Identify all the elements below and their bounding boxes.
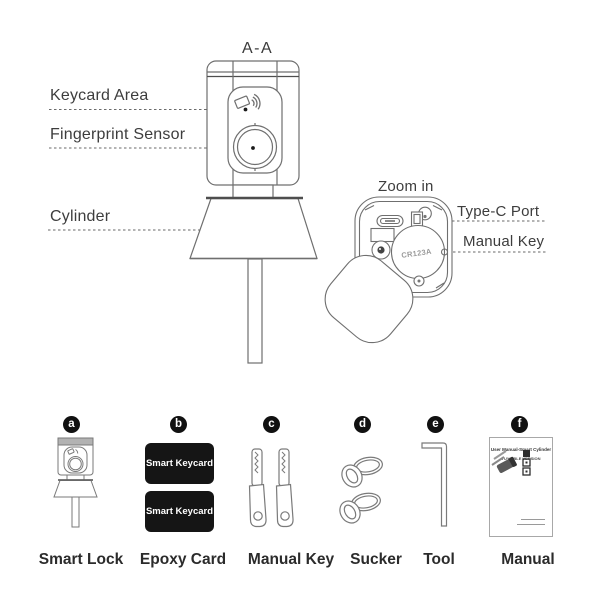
- label-type-c-port: Type-C Port: [457, 203, 540, 220]
- sucker-1: [341, 456, 383, 488]
- manual-cover-subtitle: TUYA-BLE VERSION: [501, 456, 541, 461]
- part-badge-d: d: [354, 416, 371, 433]
- key-2: [275, 448, 294, 528]
- part-name-manual-key: Manual Key: [247, 551, 335, 568]
- part-badge-a: a: [63, 416, 80, 433]
- manual-cover-footer-line: [521, 518, 545, 520]
- part-badge-b: b: [170, 416, 187, 433]
- manual-cover-art: [491, 450, 531, 476]
- part-suckers-drawing: [339, 456, 383, 524]
- part-name-manual: Manual: [501, 551, 555, 568]
- part-hex-tool-drawing: [421, 442, 448, 527]
- fingerprint-sensor-icon: [232, 123, 278, 171]
- cylinder-stem: [247, 258, 263, 364]
- usb-c-port-icon: [376, 214, 404, 228]
- part-name-sucker: Sucker: [350, 551, 402, 568]
- part-manual-keys-drawing: [248, 448, 294, 528]
- back-panel-zoom-drawing: CR123A: [324, 196, 453, 344]
- manual-cover-footer-line: [517, 523, 545, 525]
- label-keycard-area: Keycard Area: [50, 87, 149, 104]
- part-name-tool: Tool: [423, 551, 455, 568]
- battery-cover-plate: [324, 254, 414, 344]
- battery-model-text: CR123A: [401, 247, 433, 260]
- label-zoom-in: Zoom in: [378, 178, 434, 195]
- sucker-2: [339, 492, 381, 524]
- part-badge-f: f: [511, 416, 528, 433]
- part-name-smart-lock: Smart Lock: [38, 551, 124, 568]
- section-title: A-A: [242, 40, 274, 57]
- part-name-epoxy-card: Epoxy Card: [139, 551, 227, 568]
- manual-booklet: User Manual-Smart Cylinder TUYA-BLE VERS…: [489, 437, 553, 537]
- hex-key-icon: [421, 442, 448, 527]
- cylinder-cover: [189, 196, 318, 260]
- battery-compartment: CR123A: [390, 224, 449, 287]
- part-smart-lock-drawing: [53, 437, 98, 528]
- epoxy-card-2: Smart Keycard: [145, 491, 214, 532]
- part-badge-e: e: [427, 416, 444, 433]
- part-badge-c: c: [263, 416, 280, 433]
- label-fingerprint-sensor: Fingerprint Sensor: [50, 126, 186, 143]
- manual-keyhole-icon: [371, 240, 391, 260]
- smart-lock-section-drawing: [189, 60, 318, 364]
- label-cylinder: Cylinder: [50, 208, 111, 225]
- key-1: [248, 448, 267, 528]
- label-manual-key: Manual Key: [463, 233, 545, 250]
- keycard-area-icon: [234, 93, 261, 112]
- epoxy-card-1: Smart Keycard: [145, 443, 214, 484]
- manual-cover-title: User Manual-Smart Cylinder: [490, 447, 552, 452]
